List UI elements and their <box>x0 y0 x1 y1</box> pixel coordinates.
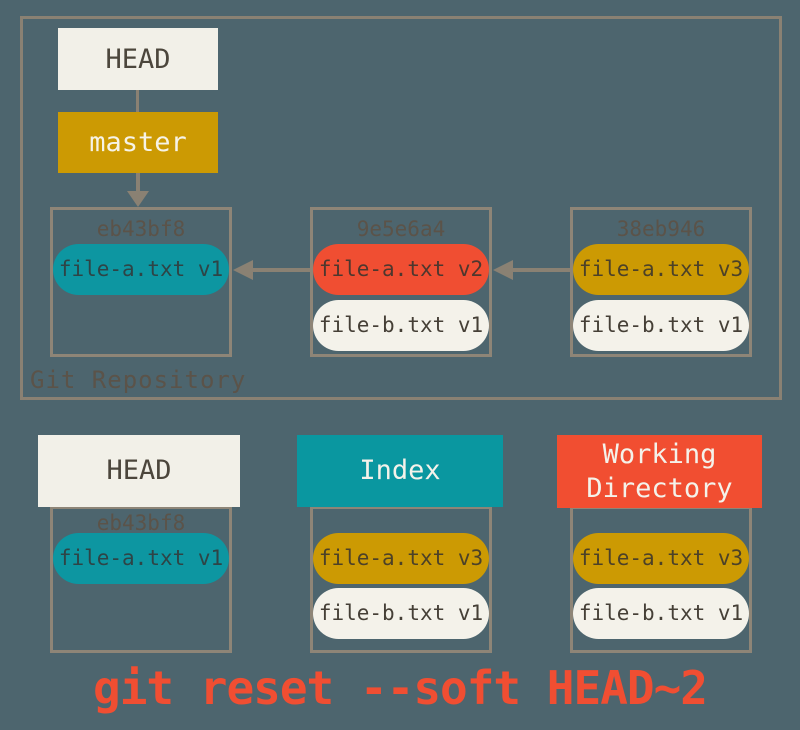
file-pill: file-b.txt v1 <box>313 300 489 351</box>
commit-box-eb43bf8: eb43bf8 file-a.txt v1 <box>50 207 232 357</box>
file-pill: file-b.txt v1 <box>573 588 749 639</box>
arrow-down-icon <box>127 191 149 207</box>
file-pill: file-a.txt v3 <box>313 533 489 584</box>
index-area-header: Index <box>297 435 503 507</box>
commit-box-9e5e6a4: 9e5e6a4 file-a.txt v2 file-b.txt v1 <box>310 207 492 357</box>
commit-hash: eb43bf8 <box>96 217 186 241</box>
master-branch-box: master <box>58 112 218 173</box>
head-ref-label: HEAD <box>105 43 171 75</box>
git-repository-frame <box>20 16 782 400</box>
file-pill: file-b.txt v1 <box>573 300 749 351</box>
index-area-title: Index <box>359 455 441 487</box>
git-repository-label: Git Repository <box>30 366 247 394</box>
file-pill: file-a.txt v1 <box>53 533 229 584</box>
commit-hash: 9e5e6a4 <box>356 217 446 241</box>
head-area-title: HEAD <box>106 455 172 487</box>
file-pill: file-a.txt v2 <box>313 244 489 295</box>
commit-hash: 38eb946 <box>616 217 706 241</box>
working-directory-area-title: Working Directory <box>586 438 733 504</box>
master-branch-label: master <box>89 127 187 158</box>
arrow-left-icon <box>233 260 253 280</box>
master-to-commit-connector <box>136 173 140 192</box>
parent-arrow-line <box>513 268 570 272</box>
head-ref-box: HEAD <box>58 28 218 90</box>
file-pill: file-a.txt v1 <box>53 244 229 295</box>
commit-hash: eb43bf8 <box>96 511 186 535</box>
file-pill: file-a.txt v3 <box>573 533 749 584</box>
index-area-box: file-a.txt v3 file-b.txt v1 <box>310 506 492 653</box>
working-directory-area-box: file-a.txt v3 file-b.txt v1 <box>570 506 752 653</box>
head-area-box: eb43bf8 file-a.txt v1 <box>50 506 232 653</box>
file-pill: file-b.txt v1 <box>313 588 489 639</box>
head-area-header: HEAD <box>38 435 240 507</box>
arrow-left-icon <box>493 260 513 280</box>
parent-arrow-line <box>253 268 310 272</box>
command-caption: git reset --soft HEAD~2 <box>93 661 708 715</box>
head-to-master-connector <box>136 90 139 112</box>
working-directory-area-header: Working Directory <box>557 435 762 508</box>
file-pill: file-a.txt v3 <box>573 244 749 295</box>
commit-box-38eb946: 38eb946 file-a.txt v3 file-b.txt v1 <box>570 207 752 357</box>
